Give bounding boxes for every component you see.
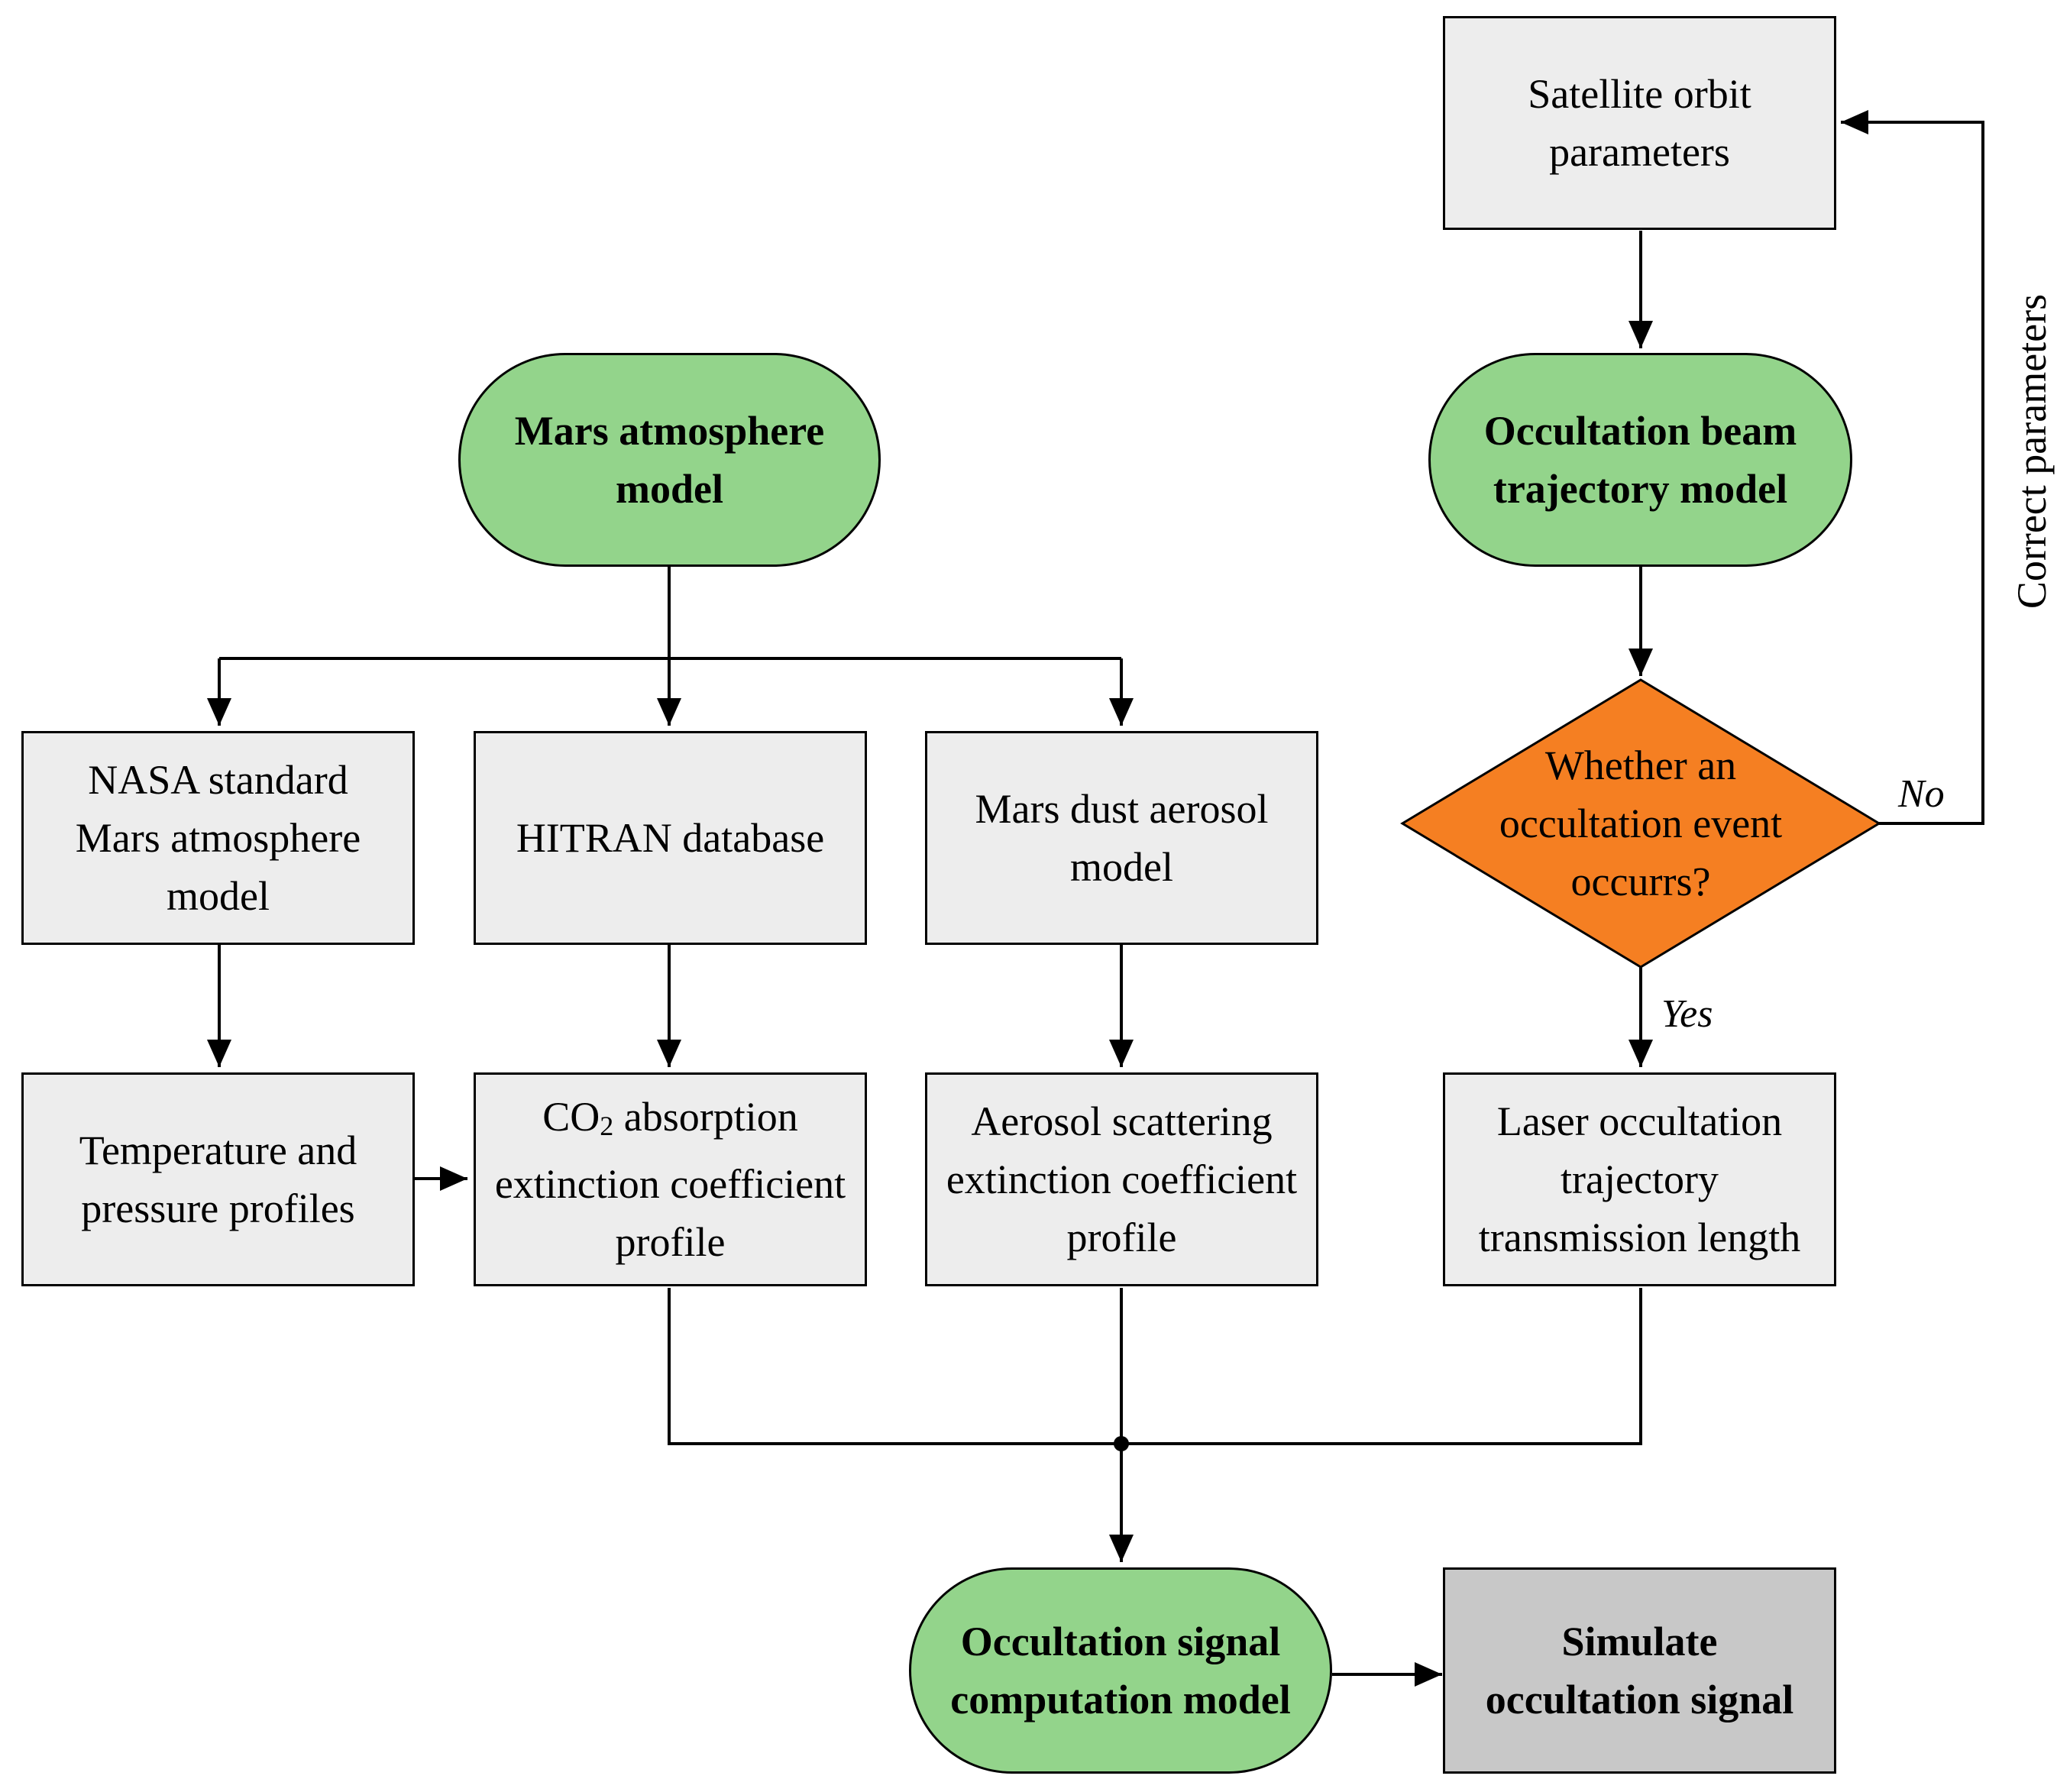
no-label: No — [1898, 772, 1945, 816]
temperature-pressure-box: Temperature and pressure profiles — [21, 1072, 415, 1286]
co2-extinction-box: CO2 absorption extinction coefficient pr… — [474, 1072, 867, 1286]
beam-trajectory-model-node: Occultation beam trajectory model — [1428, 353, 1852, 567]
arrow-no-loop — [1841, 110, 1984, 825]
co2-suffix: absorption — [623, 1094, 798, 1140]
satellite-orbit-box: Satellite orbit parameters — [1443, 16, 1836, 230]
dust-aerosol-model-box: Mars dust aerosol model — [925, 731, 1318, 945]
merge-junction-dot — [1114, 1436, 1129, 1451]
co2-prefix: CO — [542, 1094, 600, 1140]
correct-parameters-label: Correct parameters — [2009, 293, 2055, 610]
co2-rest: extinction coefficient profile — [494, 1161, 846, 1265]
laser-trajectory-label: Laser occultation trajectory transmissio… — [1478, 1098, 1801, 1260]
dust-aerosol-model-label: Mars dust aerosol model — [975, 786, 1269, 890]
yes-label: Yes — [1661, 992, 1713, 1036]
signal-computation-model-label: Occultation signal computation model — [950, 1619, 1291, 1722]
decision-diamond — [1400, 678, 1881, 969]
decision-text: Whether an occultation event occurrs? — [1459, 733, 1823, 914]
mars-atmosphere-model-node: Mars atmosphere model — [458, 353, 881, 567]
connector-laser-merge — [1121, 1288, 1642, 1445]
simulate-signal-box: Simulate occultation signal — [1443, 1567, 1836, 1774]
connector-co2-merge — [668, 1288, 1121, 1445]
satellite-orbit-label: Satellite orbit parameters — [1528, 71, 1751, 175]
decision-label: Whether an occultation event occurrs? — [1499, 742, 1783, 904]
co2-subscript: 2 — [600, 1111, 614, 1141]
signal-computation-model-node: Occultation signal computation model — [909, 1567, 1332, 1774]
nasa-standard-model-box: NASA standard Mars atmosphere model — [21, 731, 415, 945]
hitran-database-label: HITRAN database — [516, 815, 825, 861]
simulate-signal-label: Simulate occultation signal — [1485, 1619, 1794, 1722]
nasa-standard-model-label: NASA standard Mars atmosphere model — [75, 757, 361, 919]
aerosol-extinction-label: Aerosol scattering extinction coefficien… — [946, 1098, 1298, 1260]
hitran-database-box: HITRAN database — [474, 731, 867, 945]
temperature-pressure-label: Temperature and pressure profiles — [79, 1127, 357, 1231]
laser-trajectory-box: Laser occultation trajectory transmissio… — [1443, 1072, 1836, 1286]
co2-extinction-label: CO2 absorption extinction coefficient pr… — [495, 1088, 846, 1271]
aerosol-extinction-box: Aerosol scattering extinction coefficien… — [925, 1072, 1318, 1286]
beam-trajectory-model-label: Occultation beam trajectory model — [1483, 408, 1797, 512]
mars-atmosphere-model-label: Mars atmosphere model — [514, 408, 825, 512]
